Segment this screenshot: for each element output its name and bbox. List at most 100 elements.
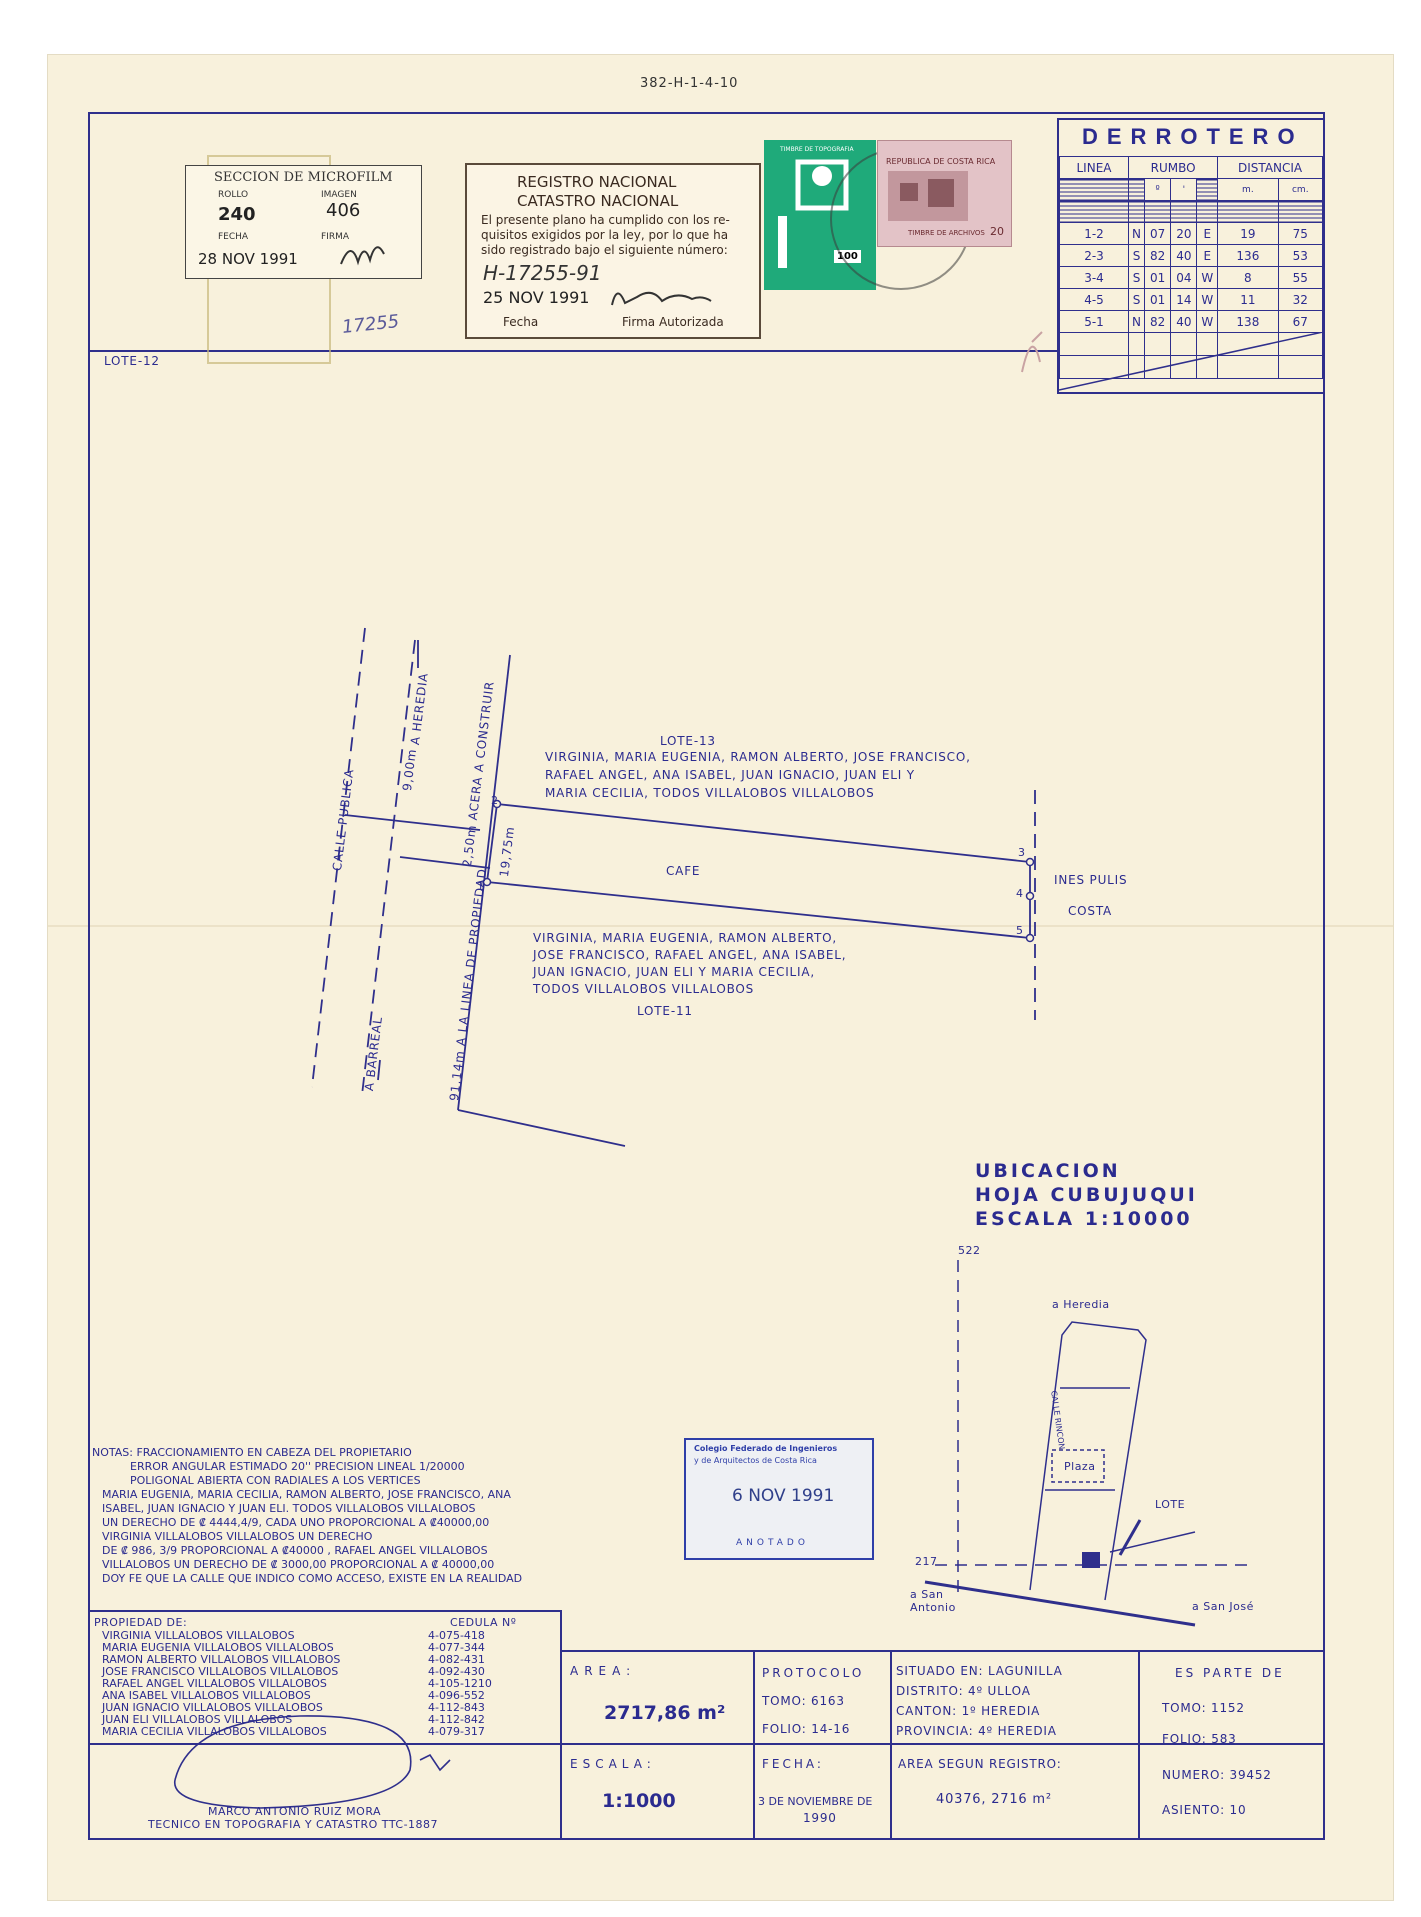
nota-line: ISABEL, JUAN IGNACIO Y JUAN ELI. TODOS V… bbox=[102, 1502, 476, 1515]
registro-signature bbox=[611, 291, 712, 306]
der-diagonal bbox=[1059, 332, 1323, 391]
registro-stamp: REGISTRO NACIONAL CATASTRO NACIONAL El p… bbox=[465, 163, 761, 339]
nota-line: DE ₡ 986, 3/9 PROPORCIONAL A ₡40000 , RA… bbox=[102, 1544, 488, 1557]
es-parte-tomo: TOMO: 1152 bbox=[1162, 1701, 1245, 1715]
fecha-value1: 3 DE NOVIEMBRE DE bbox=[758, 1795, 873, 1808]
es-parte-asiento: ASIENTO: 10 bbox=[1162, 1803, 1247, 1817]
registro-body2: quisitos exigidos por la ley, por lo que… bbox=[481, 228, 729, 242]
lote-locator-label: LOTE bbox=[1155, 1498, 1186, 1511]
a-san-jose: a San José bbox=[1192, 1600, 1254, 1613]
lote-13-owners-3: MARIA CECILIA, TODOS VILLALOBOS VILLALOB… bbox=[545, 786, 875, 800]
es-parte-folio: FOLIO: 583 bbox=[1162, 1732, 1237, 1746]
escala-value: 1:1000 bbox=[602, 1790, 676, 1812]
title-block-col bbox=[1138, 1650, 1140, 1840]
title-block-col bbox=[890, 1650, 892, 1840]
es-parte-label: ES PARTE DE bbox=[1175, 1666, 1285, 1680]
nota-line: ERROR ANGULAR ESTIMADO 20'' PRECISION LI… bbox=[130, 1460, 465, 1473]
lote-11-title: LOTE-11 bbox=[637, 1004, 693, 1018]
vertex-1: 1 bbox=[477, 880, 485, 893]
propietario-row: RAFAEL ANGEL VILLALOBOS VILLALOBOS bbox=[102, 1677, 327, 1690]
area-value: 2717,86 m² bbox=[604, 1702, 726, 1724]
firma-label: FIRMA bbox=[321, 232, 350, 242]
propietarios-list: VIRGINIA VILLALOBOS VILLALOBOS MARIA EUG… bbox=[102, 1630, 340, 1738]
imagen-label: IMAGEN bbox=[321, 190, 357, 200]
notas-block: NOTAS: FRACCIONAMIENTO EN CABEZA DEL PRO… bbox=[92, 1446, 522, 1586]
propietario-row: ANA ISABEL VILLALOBOS VILLALOBOS bbox=[102, 1689, 311, 1702]
escala-label: ESCALA: bbox=[570, 1757, 656, 1771]
title-block-top-left bbox=[88, 1610, 562, 1612]
fecha-label: FECHA bbox=[218, 232, 249, 242]
registro-body3: sido registrado bajo el siguiente número… bbox=[481, 243, 728, 257]
cr-stamp-top: REPUBLICA DE COSTA RICA bbox=[886, 157, 996, 166]
nota-line: VIRGINIA VILLALOBOS VILLALOBOS UN DERECH… bbox=[102, 1530, 373, 1543]
registro-date: 25 NOV 1991 bbox=[483, 288, 590, 307]
lote-11-owners-2: JOSE FRANCISCO, RAFAEL ANGEL, ANA ISABEL… bbox=[533, 948, 847, 962]
protocolo-tomo: TOMO: 6163 bbox=[762, 1694, 845, 1708]
vertex-3: 3 bbox=[1018, 846, 1026, 859]
cr-stamp-value: 20 bbox=[990, 225, 1004, 238]
nota-line: DOY FE QUE LA CALLE QUE INDICO COMO ACCE… bbox=[102, 1572, 523, 1585]
propietario-row: VIRGINIA VILLALOBOS VILLALOBOS bbox=[102, 1629, 295, 1642]
propietario-row: MARIA EUGENIA VILLALOBOS VILLALOBOS bbox=[102, 1641, 334, 1654]
rollo-value: 240 bbox=[218, 204, 256, 225]
title-block-divider bbox=[560, 1610, 562, 1840]
tecnico-name: MARCO ANTONIO RUIZ MORA bbox=[208, 1805, 382, 1818]
nota-line: UN DERECHO DE ₡ 4444,4/9, CADA UNO PROPO… bbox=[102, 1516, 490, 1529]
vertex-5: 5 bbox=[1016, 924, 1024, 937]
east-owner-2: COSTA bbox=[1068, 904, 1113, 918]
plan-reference: 382-H-1-4-10 bbox=[640, 76, 739, 91]
ubicacion-line2: HOJA CUBUJUQUI bbox=[975, 1184, 1198, 1206]
cfi-label: ANOTADO bbox=[736, 1538, 809, 1548]
nota-line: VILLALOBOS UN DERECHO DE ₡ 3000,00 PROPO… bbox=[102, 1558, 495, 1571]
cfi-date: 6 NOV 1991 bbox=[732, 1486, 835, 1506]
situado-provincia: PROVINCIA: 4º HEREDIA bbox=[896, 1724, 1057, 1738]
drawing-border bbox=[88, 112, 1325, 1840]
rollo-label: ROLLO bbox=[218, 190, 249, 200]
lote-13-owners-2: RAFAEL ANGEL, ANA ISABEL, JUAN IGNACIO, … bbox=[545, 768, 915, 782]
lote-11-owners-4: TODOS VILLALOBOS VILLALOBOS bbox=[533, 982, 755, 996]
microfilm-stamp: SECCION DE MICROFILM ROLLO IMAGEN 240 40… bbox=[185, 165, 422, 279]
registro-number: H-17255-91 bbox=[483, 261, 602, 285]
east-owner-1: INES PULIS bbox=[1054, 873, 1128, 887]
coord-y: 522 bbox=[958, 1244, 981, 1257]
green-stamp-top: TIMBRE DE TOPOGRAFIA bbox=[780, 146, 854, 153]
propietario-row: JUAN IGNACIO VILLALOBOS VILLALOBOS bbox=[102, 1701, 323, 1714]
propiedad-header: PROPIEDAD DE: bbox=[94, 1616, 188, 1629]
cedulas-list: 4-075-418 4-077-344 4-082-431 4-092-430 … bbox=[428, 1629, 492, 1738]
propietario-row: JOSE FRANCISCO VILLALOBOS VILLALOBOS bbox=[102, 1665, 339, 1678]
fecha-block-label: FECHA: bbox=[762, 1757, 824, 1771]
registro-firma-label: Firma Autorizada bbox=[622, 315, 724, 329]
situado-distrito: DISTRITO: 4º ULLOA bbox=[896, 1684, 1031, 1698]
cfi-stamp: Colegio Federado de Ingenieros y de Arqu… bbox=[684, 1438, 874, 1560]
fecha-value2: 1990 bbox=[803, 1811, 837, 1825]
registro-line2: CATASTRO NACIONAL bbox=[517, 192, 679, 210]
protocolo-folio: FOLIO: 14-16 bbox=[762, 1722, 851, 1736]
situado-canton: CANTON: 1º HEREDIA bbox=[896, 1704, 1041, 1718]
propietario-row: RAMON ALBERTO VILLALOBOS VILLALOBOS bbox=[102, 1653, 341, 1666]
nota-line: NOTAS: FRACCIONAMIENTO EN CABEZA DEL PRO… bbox=[92, 1446, 412, 1459]
derrotero-title: DERROTERO bbox=[1082, 124, 1304, 149]
cfi-line2: y de Arquitectos de Costa Rica bbox=[694, 1456, 817, 1465]
title-block-top-right bbox=[560, 1650, 1325, 1652]
registro-fecha-label: Fecha bbox=[503, 315, 539, 329]
cr-stamp-bottom: TIMBRE DE ARCHIVOS bbox=[908, 229, 985, 237]
coord-x: 217 bbox=[915, 1555, 938, 1568]
lote-13-owners-1: VIRGINIA, MARIA EUGENIA, RAMON ALBERTO, … bbox=[545, 750, 971, 764]
cedula-header: CEDULA Nº bbox=[450, 1616, 517, 1629]
es-parte-numero: NUMERO: 39452 bbox=[1162, 1768, 1272, 1782]
ubicacion-line3: ESCALA 1:10000 bbox=[975, 1208, 1193, 1230]
situado-label: SITUADO EN: LAGUNILLA bbox=[896, 1664, 1063, 1678]
der-header-distancia: DISTANCIA bbox=[1217, 156, 1323, 179]
a-san-antonio: a San Antonio bbox=[910, 1588, 956, 1614]
der-header-rumbo: RUMBO bbox=[1127, 156, 1219, 179]
lote-12-label: LOTE-12 bbox=[104, 354, 160, 368]
registro-line1: REGISTRO NACIONAL bbox=[517, 173, 677, 191]
title-block-col bbox=[753, 1650, 755, 1840]
area-registro-label: AREA SEGUN REGISTRO: bbox=[898, 1757, 1062, 1771]
header-divider bbox=[88, 350, 1058, 352]
paper-fold bbox=[48, 925, 1393, 927]
